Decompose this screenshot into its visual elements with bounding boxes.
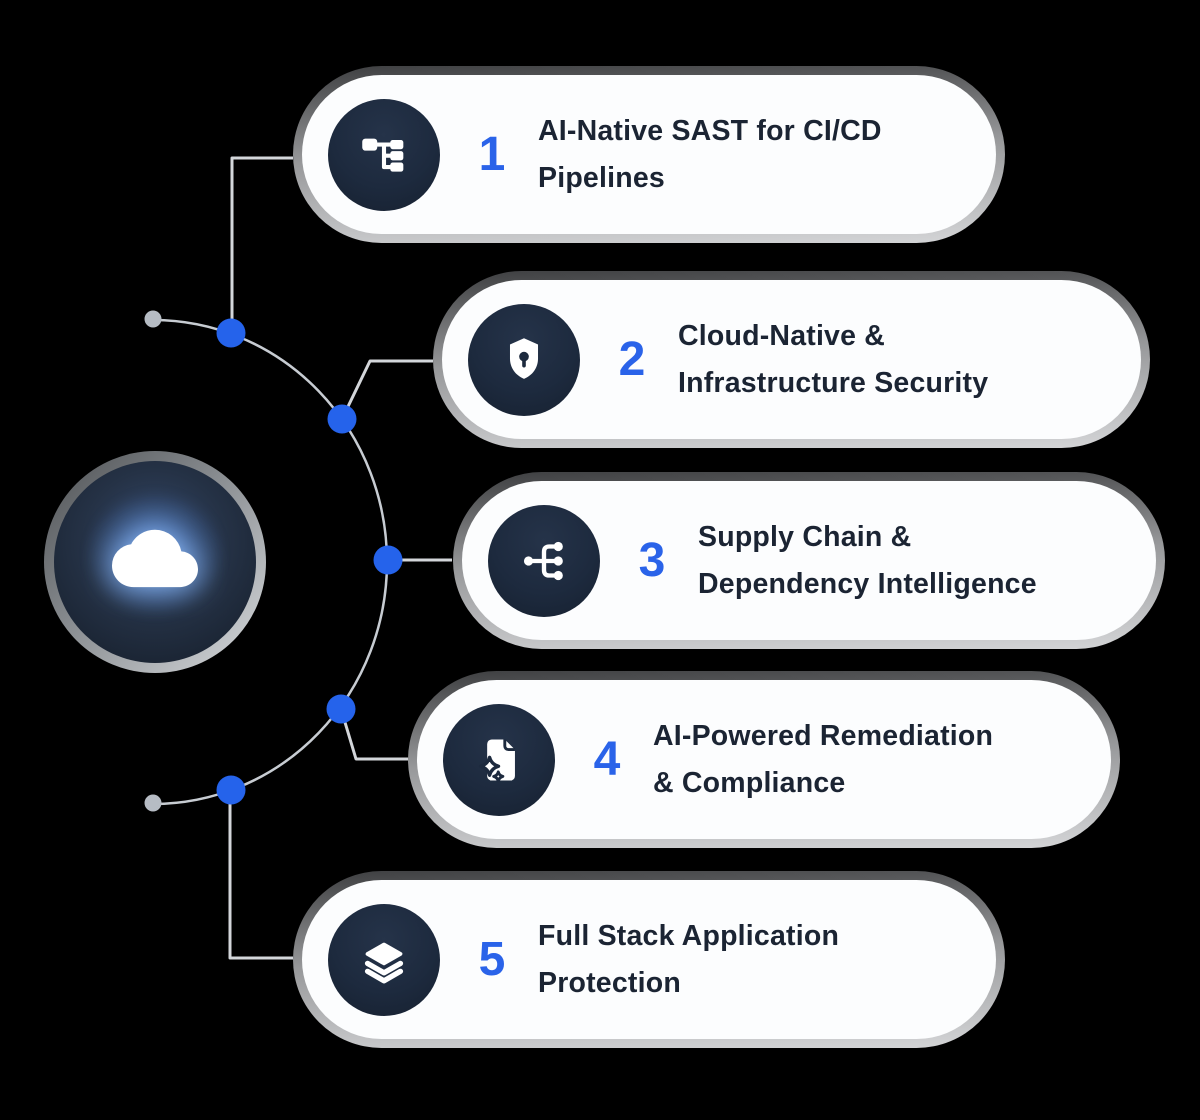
feature-title: Cloud-Native & Infrastructure Security — [678, 313, 988, 407]
arc-endpoint-dot-bottom — [144, 794, 162, 812]
step-number: 5 — [478, 932, 506, 986]
shield-keyhole-icon — [468, 303, 580, 416]
connector-elbow-4 — [339, 708, 408, 761]
feature-title-line2: Infrastructure Security — [678, 366, 989, 399]
arc-node-dot-3 — [373, 545, 403, 575]
central-hub-circle — [44, 451, 266, 673]
arc-node-dot-5 — [216, 775, 246, 805]
feature-card-5: 5 Full Stack Application Protection — [293, 871, 1005, 1048]
connector-elbow-5 — [228, 788, 293, 960]
dependency-graph-icon — [488, 504, 600, 617]
feature-title-line1: Cloud-Native & — [678, 319, 886, 352]
document-sparkle-icon — [443, 703, 555, 816]
feature-title-line1: AI-Powered Remediation — [653, 719, 994, 752]
flow-tree-icon — [328, 98, 440, 211]
step-number: 1 — [478, 127, 506, 181]
layers-stack-icon — [328, 903, 440, 1016]
feature-title-line1: AI-Native SAST for CI/CD — [538, 114, 882, 147]
arc-endpoint-dot-top — [144, 310, 162, 328]
feature-card-body: 1 AI-Native SAST for CI/CD Pipelines — [302, 75, 996, 234]
feature-card-1: 1 AI-Native SAST for CI/CD Pipelines — [293, 66, 1005, 243]
step-number: 4 — [593, 732, 621, 786]
feature-card-body: 5 Full Stack Application Protection — [302, 880, 996, 1039]
feature-title: Supply Chain & Dependency Intelligence — [698, 514, 1037, 608]
feature-title-line1: Supply Chain & — [698, 520, 912, 553]
step-number: 2 — [618, 332, 646, 386]
central-hub-inner — [54, 461, 256, 663]
feature-title: Full Stack Application Protection — [538, 913, 839, 1007]
feature-card-body: 3 Supply Chain & Dependency Intelligence — [462, 481, 1156, 640]
feature-title-line2: Pipelines — [538, 161, 665, 194]
feature-card-3: 3 Supply Chain & Dependency Intelligence — [453, 472, 1165, 649]
feature-card-4: 4 AI-Powered Remediation & Compliance — [408, 671, 1120, 848]
feature-title-line2: Dependency Intelligence — [698, 567, 1037, 600]
cloud-icon — [112, 529, 198, 588]
feature-title-line2: & Compliance — [653, 766, 846, 799]
feature-title-line1: Full Stack Application — [538, 919, 840, 952]
feature-card-body: 2 Cloud-Native & Infrastructure Security — [442, 280, 1141, 439]
connector-elbow-2 — [340, 359, 433, 420]
feature-title: AI-Native SAST for CI/CD Pipelines — [538, 108, 882, 202]
arc-node-dot-1 — [216, 318, 246, 348]
feature-title-line2: Protection — [538, 966, 681, 999]
feature-card-body: 4 AI-Powered Remediation & Compliance — [417, 680, 1111, 839]
step-number: 3 — [638, 533, 666, 587]
arc-node-dot-2 — [327, 404, 357, 434]
feature-title: AI-Powered Remediation & Compliance — [653, 713, 993, 807]
connector-elbow-1 — [230, 156, 293, 333]
feature-card-2: 2 Cloud-Native & Infrastructure Security — [433, 271, 1150, 448]
arc-node-dot-4 — [326, 694, 356, 724]
